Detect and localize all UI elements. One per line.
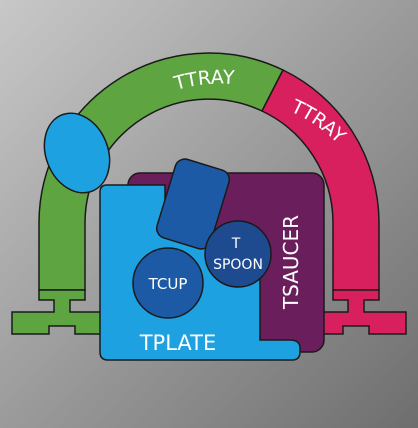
tspoon-circle <box>205 221 271 287</box>
tplate-label: TPLATE <box>139 331 217 355</box>
tcup-label: TCUP <box>148 275 188 293</box>
tspoon-label-line1: T <box>231 236 241 252</box>
tsaucer-label: TSAUCER <box>279 215 303 310</box>
tspoon-label-line2: SPOON <box>213 257 263 273</box>
